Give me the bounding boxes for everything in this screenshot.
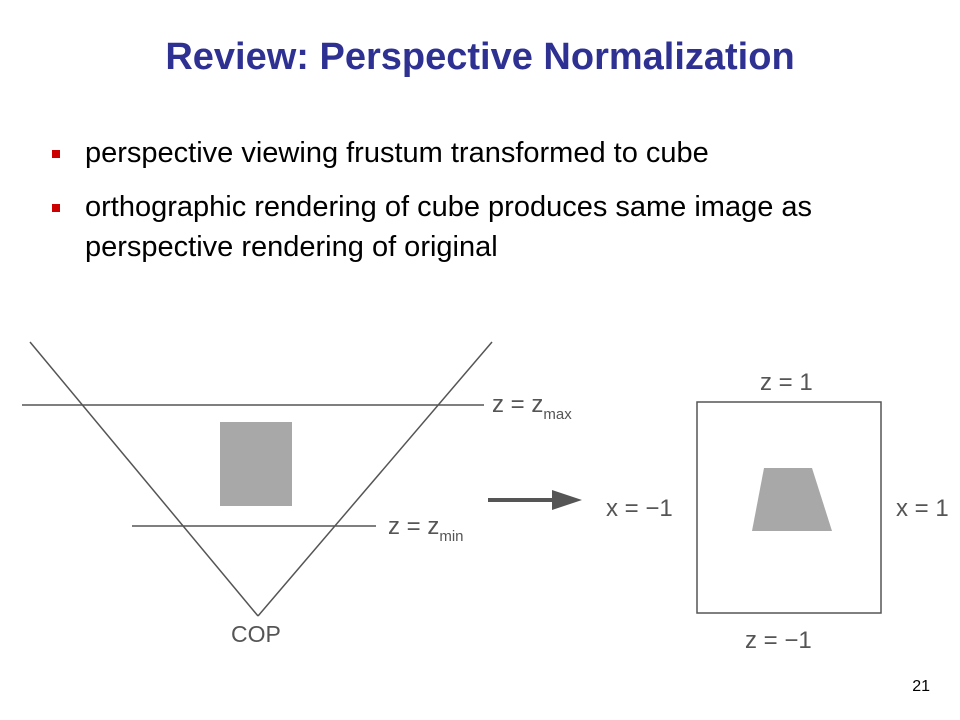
z-max-label: z = zmax (492, 391, 572, 423)
cop-label: COP (231, 621, 281, 647)
frustum-left-edge (29, 341, 259, 617)
bullet-item: perspective viewing frustum transformed … (48, 133, 928, 173)
bullet-text: perspective viewing frustum transformed … (85, 137, 709, 169)
original-object (220, 422, 292, 506)
slide-title: Review: Perspective Normalization (165, 36, 795, 78)
cube-square (696, 401, 882, 614)
cube-bottom-label: z = −1 (745, 627, 812, 654)
bullet-item: orthographic rendering of cube produces … (48, 187, 928, 267)
transformed-object (752, 468, 832, 531)
frustum-right-edge (257, 341, 493, 617)
page-number: 21 (912, 678, 930, 695)
cube-left-label: x = −1 (606, 495, 673, 522)
cube-top-label: z = 1 (760, 369, 813, 396)
z-min-label: z = zmin (388, 513, 464, 545)
bullet-list: perspective viewing frustum transformed … (48, 133, 928, 281)
bullet-text: orthographic rendering of cube produces … (85, 191, 813, 263)
cube-right-label: x = 1 (896, 495, 949, 522)
frustum-figure (22, 341, 493, 617)
transform-arrow-icon (488, 490, 582, 510)
bullet-square-icon (52, 150, 60, 158)
bullet-square-icon (52, 204, 60, 212)
normalization-diagram: z = zmax z = zmin COP z = 1 z = −1 x = −… (22, 341, 949, 654)
